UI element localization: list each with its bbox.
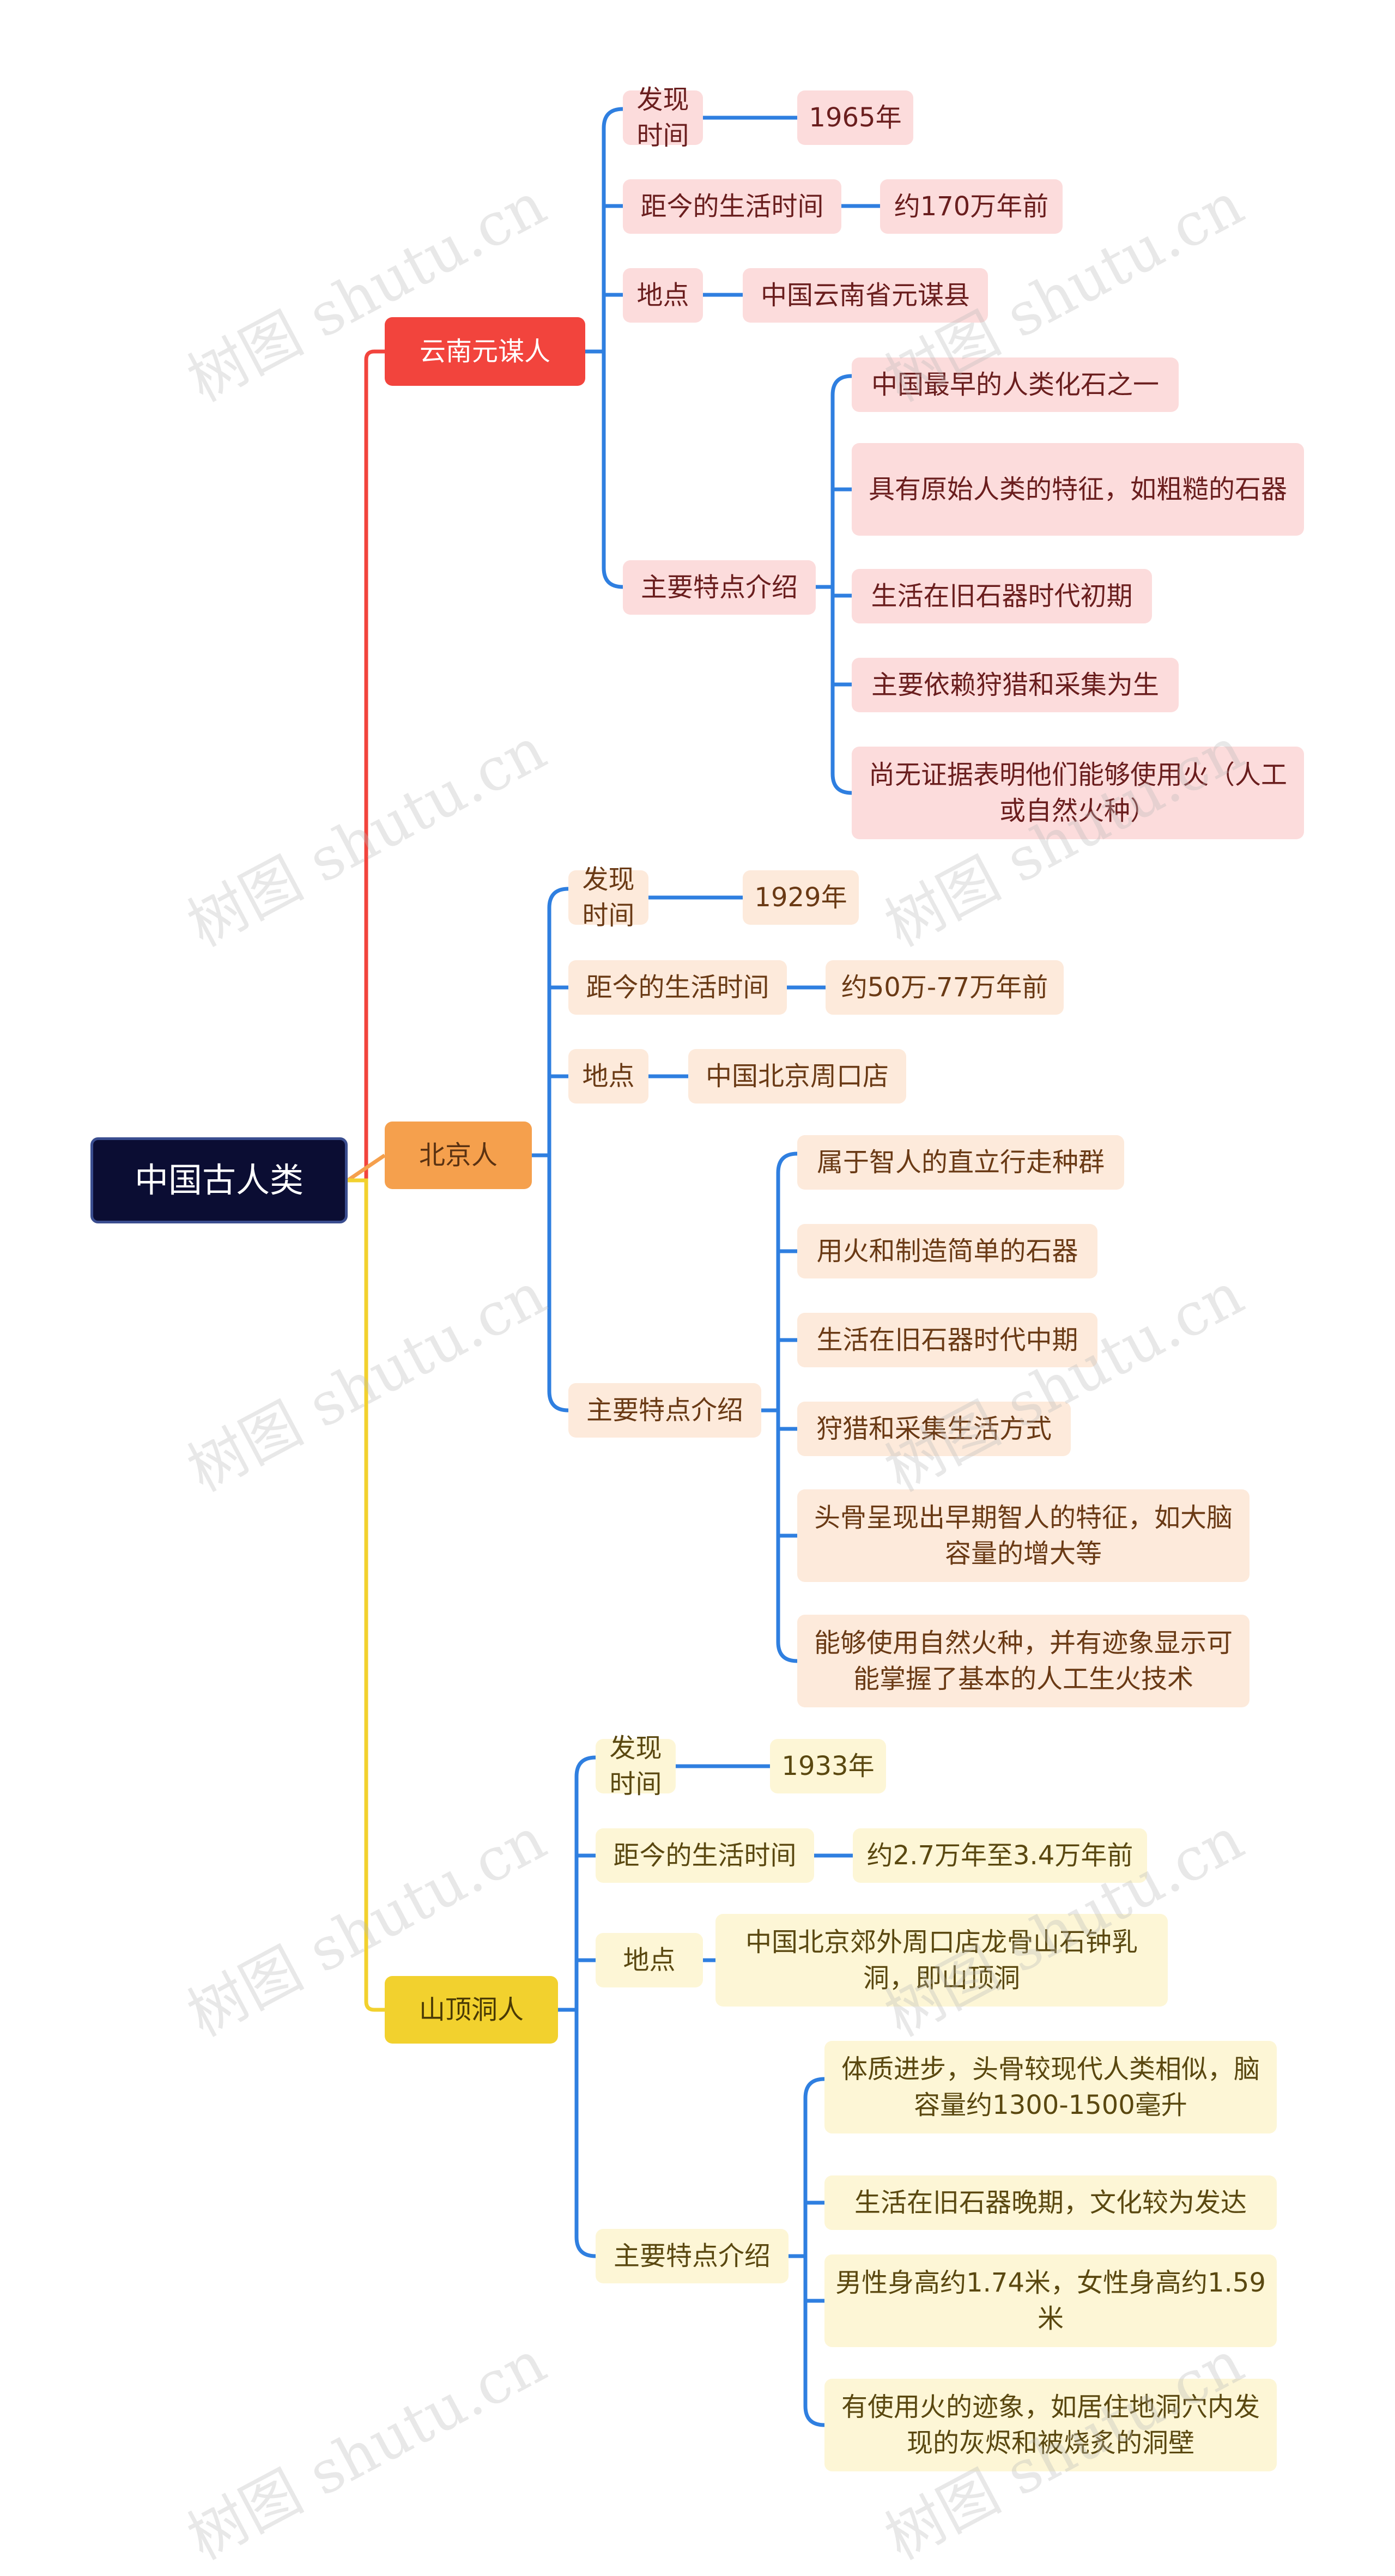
beijing-features-label[interactable]: 主要特点介绍	[568, 1383, 761, 1438]
branch-shanding[interactable]: 山顶洞人	[385, 1976, 558, 2044]
yuanmou-place-label[interactable]: 地点	[623, 268, 703, 323]
shanding-feature[interactable]: 生活在旧石器晚期，文化较为发达	[824, 2175, 1277, 2230]
yuanmou-features-label[interactable]: 主要特点介绍	[623, 560, 816, 615]
beijing-feature[interactable]: 生活在旧石器时代中期	[797, 1313, 1097, 1367]
yuanmou-distance-label[interactable]: 距今的生活时间	[623, 179, 841, 234]
branch-beijing[interactable]: 北京人	[385, 1122, 532, 1189]
beijing-place-label[interactable]: 地点	[568, 1049, 648, 1104]
yuanmou-place-value[interactable]: 中国云南省元谋县	[743, 268, 988, 323]
shanding-feature[interactable]: 体质进步，头骨较现代人类相似，脑容量约1300-1500毫升	[824, 2041, 1277, 2133]
beijing-feature[interactable]: 狩猎和采集生活方式	[797, 1402, 1071, 1456]
shanding-place-value[interactable]: 中国北京郊外周口店龙骨山石钟乳洞，即山顶洞	[715, 1914, 1168, 2007]
yuanmou-distance-value[interactable]: 约170万年前	[880, 179, 1063, 234]
shanding-discovery-label[interactable]: 发现时间	[596, 1733, 676, 1799]
yuanmou-feature[interactable]: 中国最早的人类化石之一	[852, 357, 1179, 412]
shanding-distance-label[interactable]: 距今的生活时间	[596, 1828, 814, 1883]
yuanmou-feature[interactable]: 具有原始人类的特征，如粗糙的石器	[852, 443, 1304, 536]
beijing-distance-value[interactable]: 约50万-77万年前	[826, 960, 1064, 1015]
yuanmou-discovery-label[interactable]: 发现时间	[623, 84, 703, 151]
beijing-discovery-label[interactable]: 发现时间	[568, 864, 648, 931]
beijing-distance-label[interactable]: 距今的生活时间	[568, 960, 787, 1015]
yuanmou-feature[interactable]: 主要依赖狩猎和采集为生	[852, 658, 1179, 712]
beijing-discovery-value[interactable]: 1929年	[743, 870, 859, 925]
yuanmou-discovery-value[interactable]: 1965年	[797, 90, 913, 145]
beijing-feature[interactable]: 属于智人的直立行走种群	[797, 1135, 1124, 1190]
yuanmou-feature[interactable]: 生活在旧石器时代初期	[852, 569, 1152, 623]
shanding-distance-value[interactable]: 约2.7万年至3.4万年前	[853, 1828, 1147, 1883]
branch-yuanmou[interactable]: 云南元谋人	[385, 317, 585, 386]
shanding-feature[interactable]: 男性身高约1.74米，女性身高约1.59米	[824, 2254, 1277, 2347]
root-node[interactable]: 中国古人类	[90, 1137, 348, 1223]
shanding-place-label[interactable]: 地点	[596, 1933, 703, 1987]
shanding-feature[interactable]: 有使用火的迹象，如居住地洞穴内发现的灰烬和被烧炙的洞壁	[824, 2379, 1277, 2471]
beijing-feature[interactable]: 能够使用自然火种，并有迹象显示可能掌握了基本的人工生火技术	[797, 1615, 1250, 1707]
beijing-place-value[interactable]: 中国北京周口店	[688, 1049, 906, 1104]
shanding-discovery-value[interactable]: 1933年	[770, 1739, 886, 1793]
shanding-features-label[interactable]: 主要特点介绍	[596, 2229, 789, 2283]
yuanmou-feature[interactable]: 尚无证据表明他们能够使用火（人工或自然火种）	[852, 747, 1304, 839]
beijing-feature[interactable]: 用火和制造简单的石器	[797, 1224, 1097, 1278]
beijing-feature[interactable]: 头骨呈现出早期智人的特征，如大脑容量的增大等	[797, 1489, 1250, 1582]
